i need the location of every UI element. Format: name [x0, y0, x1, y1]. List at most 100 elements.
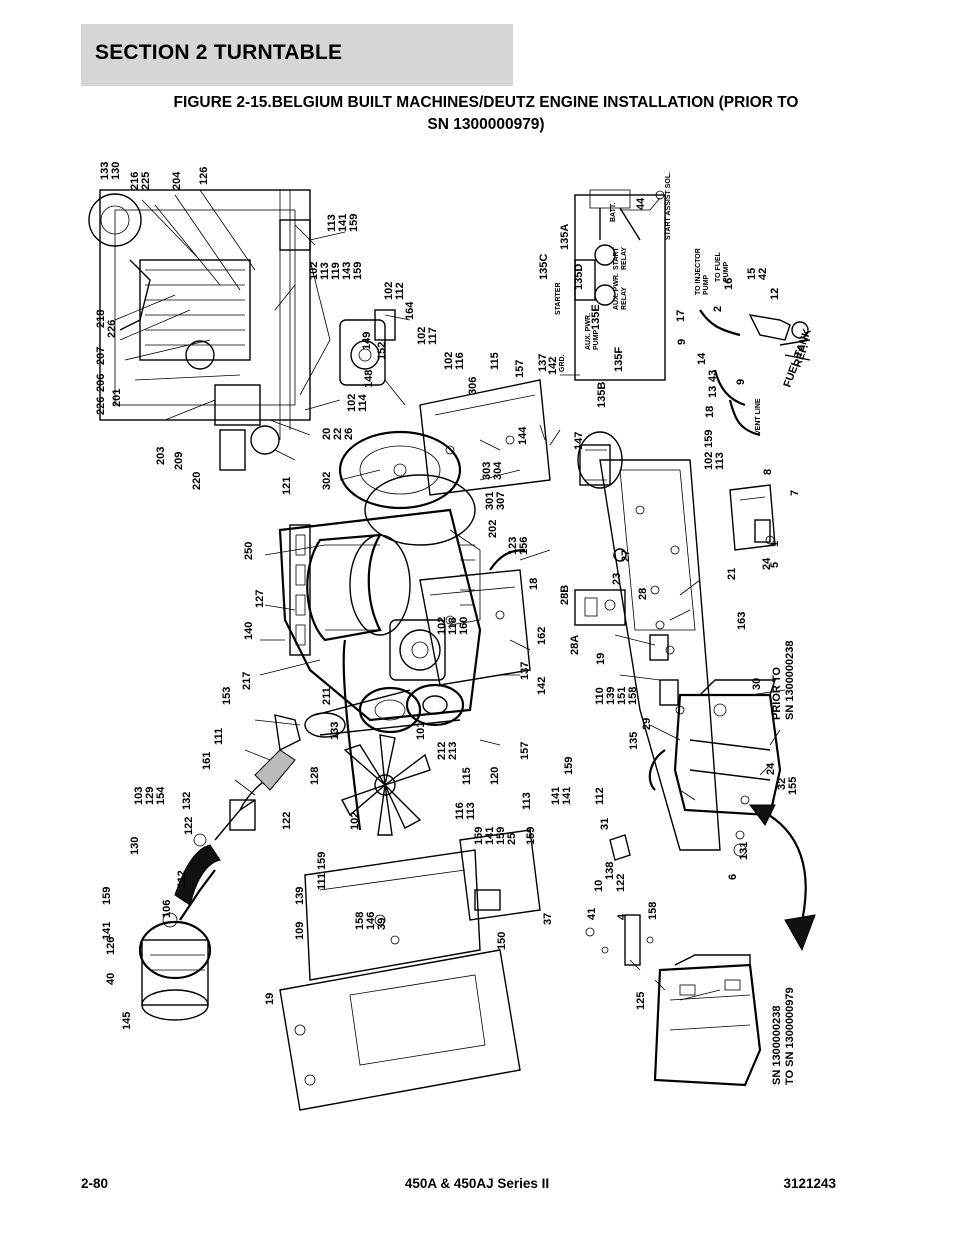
callout: 4: [616, 913, 628, 920]
callout: 209: [173, 452, 185, 470]
callout: 24: [761, 557, 773, 570]
callout: 37: [542, 913, 554, 925]
engine-installation-diagram: 133 130 216 225 204 126 113 141 159 102 …: [80, 150, 880, 1150]
callout: 135E: [590, 304, 602, 330]
callout: 25: [506, 833, 518, 845]
section-header: SECTION 2 TURNTABLE: [81, 24, 513, 86]
starter-motor-drawing: [577, 431, 623, 489]
callout: 102: [703, 452, 715, 470]
callout: 116: [454, 352, 466, 370]
callout: 158: [647, 902, 659, 920]
callout: 102: [308, 262, 320, 280]
callout: 158: [627, 687, 639, 705]
callout: 32: [776, 778, 788, 790]
callout: 157: [514, 360, 526, 378]
callout: 128: [309, 767, 321, 785]
cooling-fan-drawing: [340, 734, 431, 836]
callout: 113: [319, 262, 331, 280]
callout: 133: [329, 722, 341, 740]
callout: 225: [140, 172, 152, 190]
callout: 18: [528, 578, 540, 590]
callout: 250: [243, 542, 255, 560]
callout: 159: [495, 827, 507, 845]
callout: 17: [675, 310, 687, 322]
callout: 201: [111, 389, 123, 407]
callout: 163: [736, 612, 748, 630]
callout: 40: [105, 973, 117, 985]
callout: 135B: [596, 382, 608, 408]
callout: 307: [495, 492, 507, 510]
callout: 137: [519, 662, 531, 680]
fuel-lines-drawing: [699, 309, 811, 437]
callout: 162: [536, 627, 548, 645]
pulley-belt-drawing: [304, 639, 465, 831]
to-injector-note: TO INJECTOR: [695, 248, 702, 295]
callout: 28: [637, 588, 649, 600]
callout: 43: [707, 370, 719, 382]
section-title: SECTION 2 TURNTABLE: [95, 41, 343, 64]
callout: 142: [536, 677, 548, 695]
chassis-plate-drawing: [599, 459, 721, 851]
document-number: 3121243: [783, 1176, 836, 1191]
leader-lines: [114, 189, 786, 1001]
callout: 41: [586, 908, 598, 920]
start-relay-note-2: RELAY: [621, 247, 628, 270]
figure-title-line-2: SN 1300000979): [427, 116, 545, 133]
callout: 21: [726, 568, 738, 580]
callout: 135A: [559, 224, 571, 250]
callout: 152: [376, 342, 388, 360]
callout: 153: [221, 687, 233, 705]
callout: 141: [337, 214, 349, 232]
callout: 121: [281, 477, 293, 495]
callout: 102: [443, 352, 455, 370]
callout: 154: [155, 786, 167, 805]
callout: 24: [765, 762, 777, 775]
callout: 16: [723, 278, 735, 290]
callout: 140: [243, 622, 255, 640]
callout: 8: [762, 469, 774, 475]
solenoid-drawing: [649, 620, 679, 706]
figure-title: FIGURE 2-15.BELGIUM BUILT MACHINES/DEUTZ…: [81, 92, 891, 136]
callout: 141: [561, 787, 573, 805]
callout: 159: [525, 827, 537, 845]
lower-battery-tray-drawing: [653, 954, 762, 1087]
callout: 19: [264, 993, 276, 1005]
callout: 159: [473, 827, 485, 845]
callout: 6: [727, 874, 739, 880]
callout: 10: [593, 880, 605, 892]
figure-title-line-1: FIGURE 2-15.BELGIUM BUILT MACHINES/DEUTZ…: [173, 94, 799, 111]
hydraulic-pump-drawing: [339, 309, 411, 406]
callout: 137: [537, 354, 549, 372]
callout: 106: [161, 900, 173, 918]
callout: 113: [465, 802, 477, 820]
sn-range-to-note: TO SN 1300000979: [784, 987, 796, 1085]
callout: 102: [383, 282, 395, 300]
aux-relay-note: AUX. PWR.: [613, 273, 620, 310]
tank-plate-drawing: [419, 548, 531, 686]
callout: 23: [611, 573, 623, 585]
callout: 125: [635, 992, 647, 1010]
callout: 131: [738, 842, 750, 860]
callout: 157: [519, 742, 531, 760]
callout: 1: [769, 541, 781, 547]
callout: 132: [181, 792, 193, 810]
callout: 20: [321, 428, 333, 440]
callout: 143: [341, 262, 353, 280]
callout: 141: [550, 787, 562, 805]
callout: 150: [496, 932, 508, 950]
callout: 147: [573, 432, 585, 450]
callout: 7: [789, 490, 801, 496]
callout: 126: [198, 167, 210, 185]
callout: 130: [129, 837, 141, 855]
callout: 28B: [559, 585, 571, 605]
callout: 206: [95, 374, 107, 392]
callout: 139: [605, 687, 617, 705]
callout: 159: [101, 887, 113, 905]
callout: 141: [101, 922, 113, 940]
callout: 28A: [569, 635, 581, 655]
callout: 160: [458, 617, 470, 635]
callout: 115: [461, 767, 473, 785]
callout: 164: [404, 301, 416, 320]
callout: 113: [714, 452, 726, 470]
callout: 151: [616, 687, 628, 705]
